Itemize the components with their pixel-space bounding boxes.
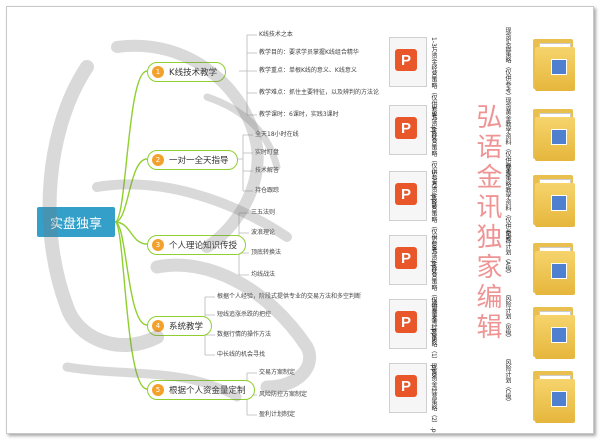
leaf-item: 根据个人经验，阶段式提供专业的交易方法和多空判断 <box>217 293 362 300</box>
leaf-item: 持仓跟踪 <box>255 187 280 194</box>
file-ppt-5[interactable]: P 现货资金经营策略（1）.pptx <box>389 299 485 379</box>
leaf-item: 交易方案制定 <box>259 369 296 376</box>
branch-one-on-one[interactable]: 2 一对一全天指导 <box>147 150 238 170</box>
folder-label: 风险计划（C级） <box>504 359 511 406</box>
folder-icon <box>533 109 577 161</box>
ppt-file-icon: P <box>389 37 427 87</box>
branch-number-badge: 4 <box>152 320 164 332</box>
folder-label: 风险计划（A级） <box>504 231 511 278</box>
branch-number-badge: 1 <box>152 66 164 78</box>
folder-icon <box>533 243 577 295</box>
mind-map-root[interactable]: 实盘独享 <box>37 207 115 237</box>
folder-icon <box>533 307 577 359</box>
branch-number-badge: 3 <box>152 239 164 251</box>
folder-label: 现货黄金教学资料（仅供参考） <box>504 97 511 181</box>
leaf-item: 中长线的机会寻找 <box>217 351 266 358</box>
folder-3[interactable]: 现货策略教学资料（仅供参考） <box>495 163 591 247</box>
file-ppt-4[interactable]: P 7-10万资金经营策略（仅供参考）.pptx <box>389 235 485 343</box>
branch-custom-plan[interactable]: 5 根据个人资金量定制 <box>147 380 255 400</box>
file-label: 1-3万资金经营策略（仅供参考）.pptx <box>430 37 437 141</box>
folder-label: 现货策略教学资料（仅供参考） <box>504 163 511 247</box>
leaf-item: 教学目的：要求学员掌握K线组合精华 <box>259 49 359 56</box>
ppt-file-icon: P <box>389 363 427 413</box>
branch-kline-teaching[interactable]: 1 K线技术教学 <box>147 62 227 82</box>
branch-system-teaching[interactable]: 4 系统教学 <box>147 316 213 336</box>
branch-label: 系统教学 <box>169 322 204 332</box>
file-label: 现货资金经营策略（1）.pptx <box>430 299 437 379</box>
leaf-item: 全天18小时在线 <box>255 131 299 138</box>
leaf-item: 均线战法 <box>251 271 276 278</box>
ppt-file-icon: P <box>389 299 427 349</box>
leaf-item: 实时盯盘 <box>255 149 280 156</box>
folder-icon <box>533 175 577 227</box>
file-label: 7-10万资金经营策略（仅供参考）.pptx <box>430 235 437 343</box>
folder-5[interactable]: 风险计划（B级） <box>495 295 591 359</box>
branch-label: 个人理论知识传授 <box>169 241 238 251</box>
leaf-item: 风险防控方案制定 <box>259 391 308 398</box>
mind-map: 实盘独享 1 K线技术教学 K线技术之本 教学目的：要求学员掌握K线组合精华 教… <box>7 7 379 433</box>
leaf-item: 波浪理论 <box>251 229 276 236</box>
file-grid: P 1-3万资金经营策略（仅供参考）.pptx 现货实盘策略（仅供参考） P 3… <box>383 7 593 433</box>
ppt-file-icon: P <box>389 171 427 221</box>
branch-label: 一对一全天指导 <box>169 156 229 166</box>
leaf-item: 顶底转换法 <box>251 249 282 256</box>
ppt-file-icon: P <box>389 105 427 155</box>
ppt-file-icon: P <box>389 235 427 285</box>
branch-label: 根据个人资金量定制 <box>169 386 246 396</box>
file-ppt-3[interactable]: P 5-7万资金经营策略（仅供参考）.pptx <box>389 171 485 275</box>
leaf-item: K线技术之本 <box>259 31 293 38</box>
branch-theory[interactable]: 3 个人理论知识传授 <box>147 235 247 255</box>
leaf-item: 数据行情的操作方法 <box>217 331 272 338</box>
folder-6[interactable]: 风险计划（C级） <box>495 359 591 423</box>
leaf-item: 技术解答 <box>255 167 280 174</box>
folder-icon <box>533 371 577 423</box>
file-ppt-1[interactable]: P 1-3万资金经营策略（仅供参考）.pptx <box>389 37 485 141</box>
leaf-item: 教学难点：抓住主要特征，以及辨判的方法论 <box>259 89 380 96</box>
file-ppt-6[interactable]: P 现货资金经营策略（2）.pptx <box>389 363 485 434</box>
file-label: 现货资金经营策略（2）.pptx <box>430 363 437 434</box>
leaf-item: 教学课时：6课时，实践3课时 <box>259 111 339 118</box>
file-ppt-2[interactable]: P 3-5万资金经营策略（仅供参考）.pptx <box>389 105 485 209</box>
folder-label: 现货实盘策略（仅供参考） <box>504 27 511 99</box>
branch-label: K线技术教学 <box>169 68 218 78</box>
leaf-item: 教学重点：单根K线的意义、K线意义 <box>259 67 357 74</box>
leaf-item: 盈利计划制定 <box>259 411 296 418</box>
folder-icon <box>533 39 577 91</box>
folder-4[interactable]: 风险计划（A级） <box>495 231 591 295</box>
leaf-item: 短线追涨杀跌的把控 <box>217 311 272 318</box>
folder-2[interactable]: 现货黄金教学资料（仅供参考） <box>495 97 591 181</box>
file-label: 3-5万资金经营策略（仅供参考）.pptx <box>430 105 437 209</box>
watermark-text: 弘语金讯独家编辑 <box>472 103 502 343</box>
file-label: 5-7万资金经营策略（仅供参考）.pptx <box>430 171 437 275</box>
folder-label: 风险计划（B级） <box>504 295 511 342</box>
folder-1[interactable]: 现货实盘策略（仅供参考） <box>495 27 591 99</box>
branch-number-badge: 2 <box>152 154 164 166</box>
screenshot-frame: 实盘独享 1 K线技术教学 K线技术之本 教学目的：要求学员掌握K线组合精华 教… <box>6 6 594 434</box>
branch-number-badge: 5 <box>152 384 164 396</box>
leaf-item: 三五法则 <box>251 209 276 216</box>
